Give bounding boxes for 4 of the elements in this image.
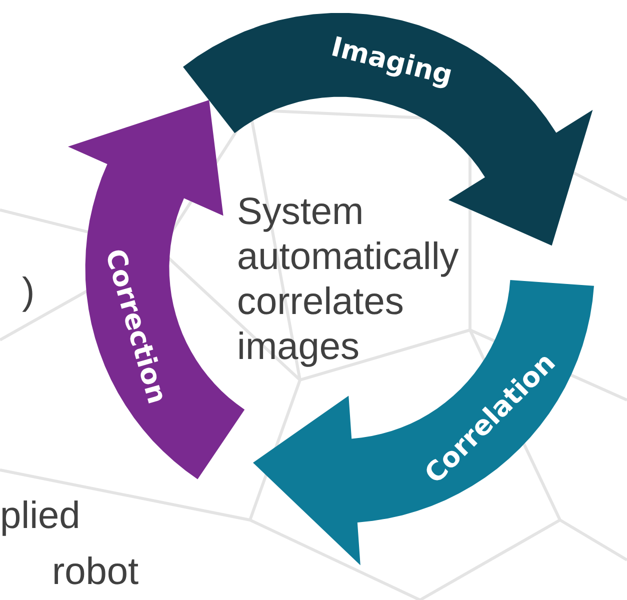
center-text: System automatically correlates images: [237, 190, 459, 368]
text-fragment: plied: [0, 494, 82, 539]
text-fragment: robot: [52, 550, 140, 595]
text-fragment: ): [22, 270, 36, 315]
